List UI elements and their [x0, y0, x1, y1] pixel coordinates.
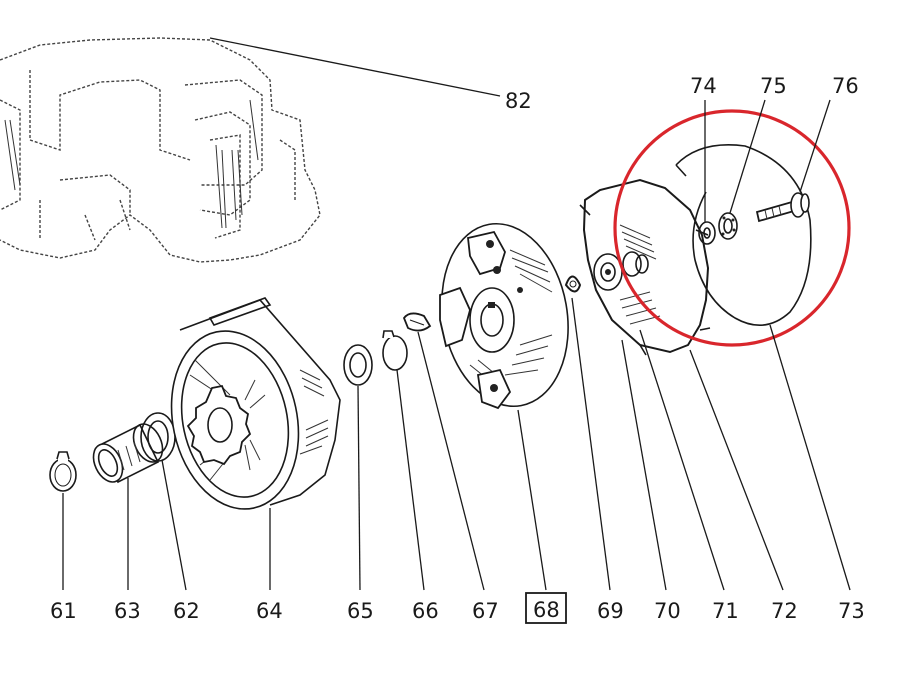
- label-75: 75: [760, 74, 787, 98]
- part-61-circlip: [49, 451, 77, 492]
- label-76: 76: [832, 74, 859, 98]
- label-67: 67: [472, 599, 499, 623]
- part-74-washer: [698, 221, 716, 245]
- label-68: 68: [533, 598, 560, 622]
- part-64-clutch-drum: [170, 297, 341, 510]
- part-63-sleeve: [92, 423, 164, 484]
- part-70-spacer: [622, 251, 649, 277]
- label-64: 64: [256, 599, 283, 623]
- part-66-circlip: [381, 330, 408, 371]
- part-67-key: [402, 312, 432, 332]
- part-82-housing: [0, 37, 321, 263]
- label-62: 62: [173, 599, 200, 623]
- part-73-wire-ring: [675, 144, 812, 327]
- label-82: 82: [505, 89, 532, 113]
- part-65-washer: [343, 344, 373, 386]
- part-76-bolt: [755, 192, 810, 223]
- label-71: 71: [712, 599, 739, 623]
- part-number-labels: 61 63 62 64 65 66 67 68 69 70 71 72 73 7…: [50, 74, 865, 624]
- part-75-bearing: [718, 212, 738, 240]
- label-72: 72: [771, 599, 798, 623]
- label-74: 74: [690, 74, 717, 98]
- label-70: 70: [654, 599, 681, 623]
- label-66: 66: [412, 599, 439, 623]
- label-69: 69: [597, 599, 624, 623]
- label-61: 61: [50, 599, 77, 623]
- part-69-cam-piece: [564, 275, 582, 293]
- leader-lines: [62, 37, 851, 591]
- label-63: 63: [114, 599, 141, 623]
- label-65: 65: [347, 599, 374, 623]
- highlight-circle: [613, 109, 851, 347]
- label-68-box: [525, 592, 567, 624]
- part-68-clutch-carrier: [439, 222, 569, 410]
- part-71-bearing: [593, 253, 623, 291]
- label-73: 73: [838, 599, 865, 623]
